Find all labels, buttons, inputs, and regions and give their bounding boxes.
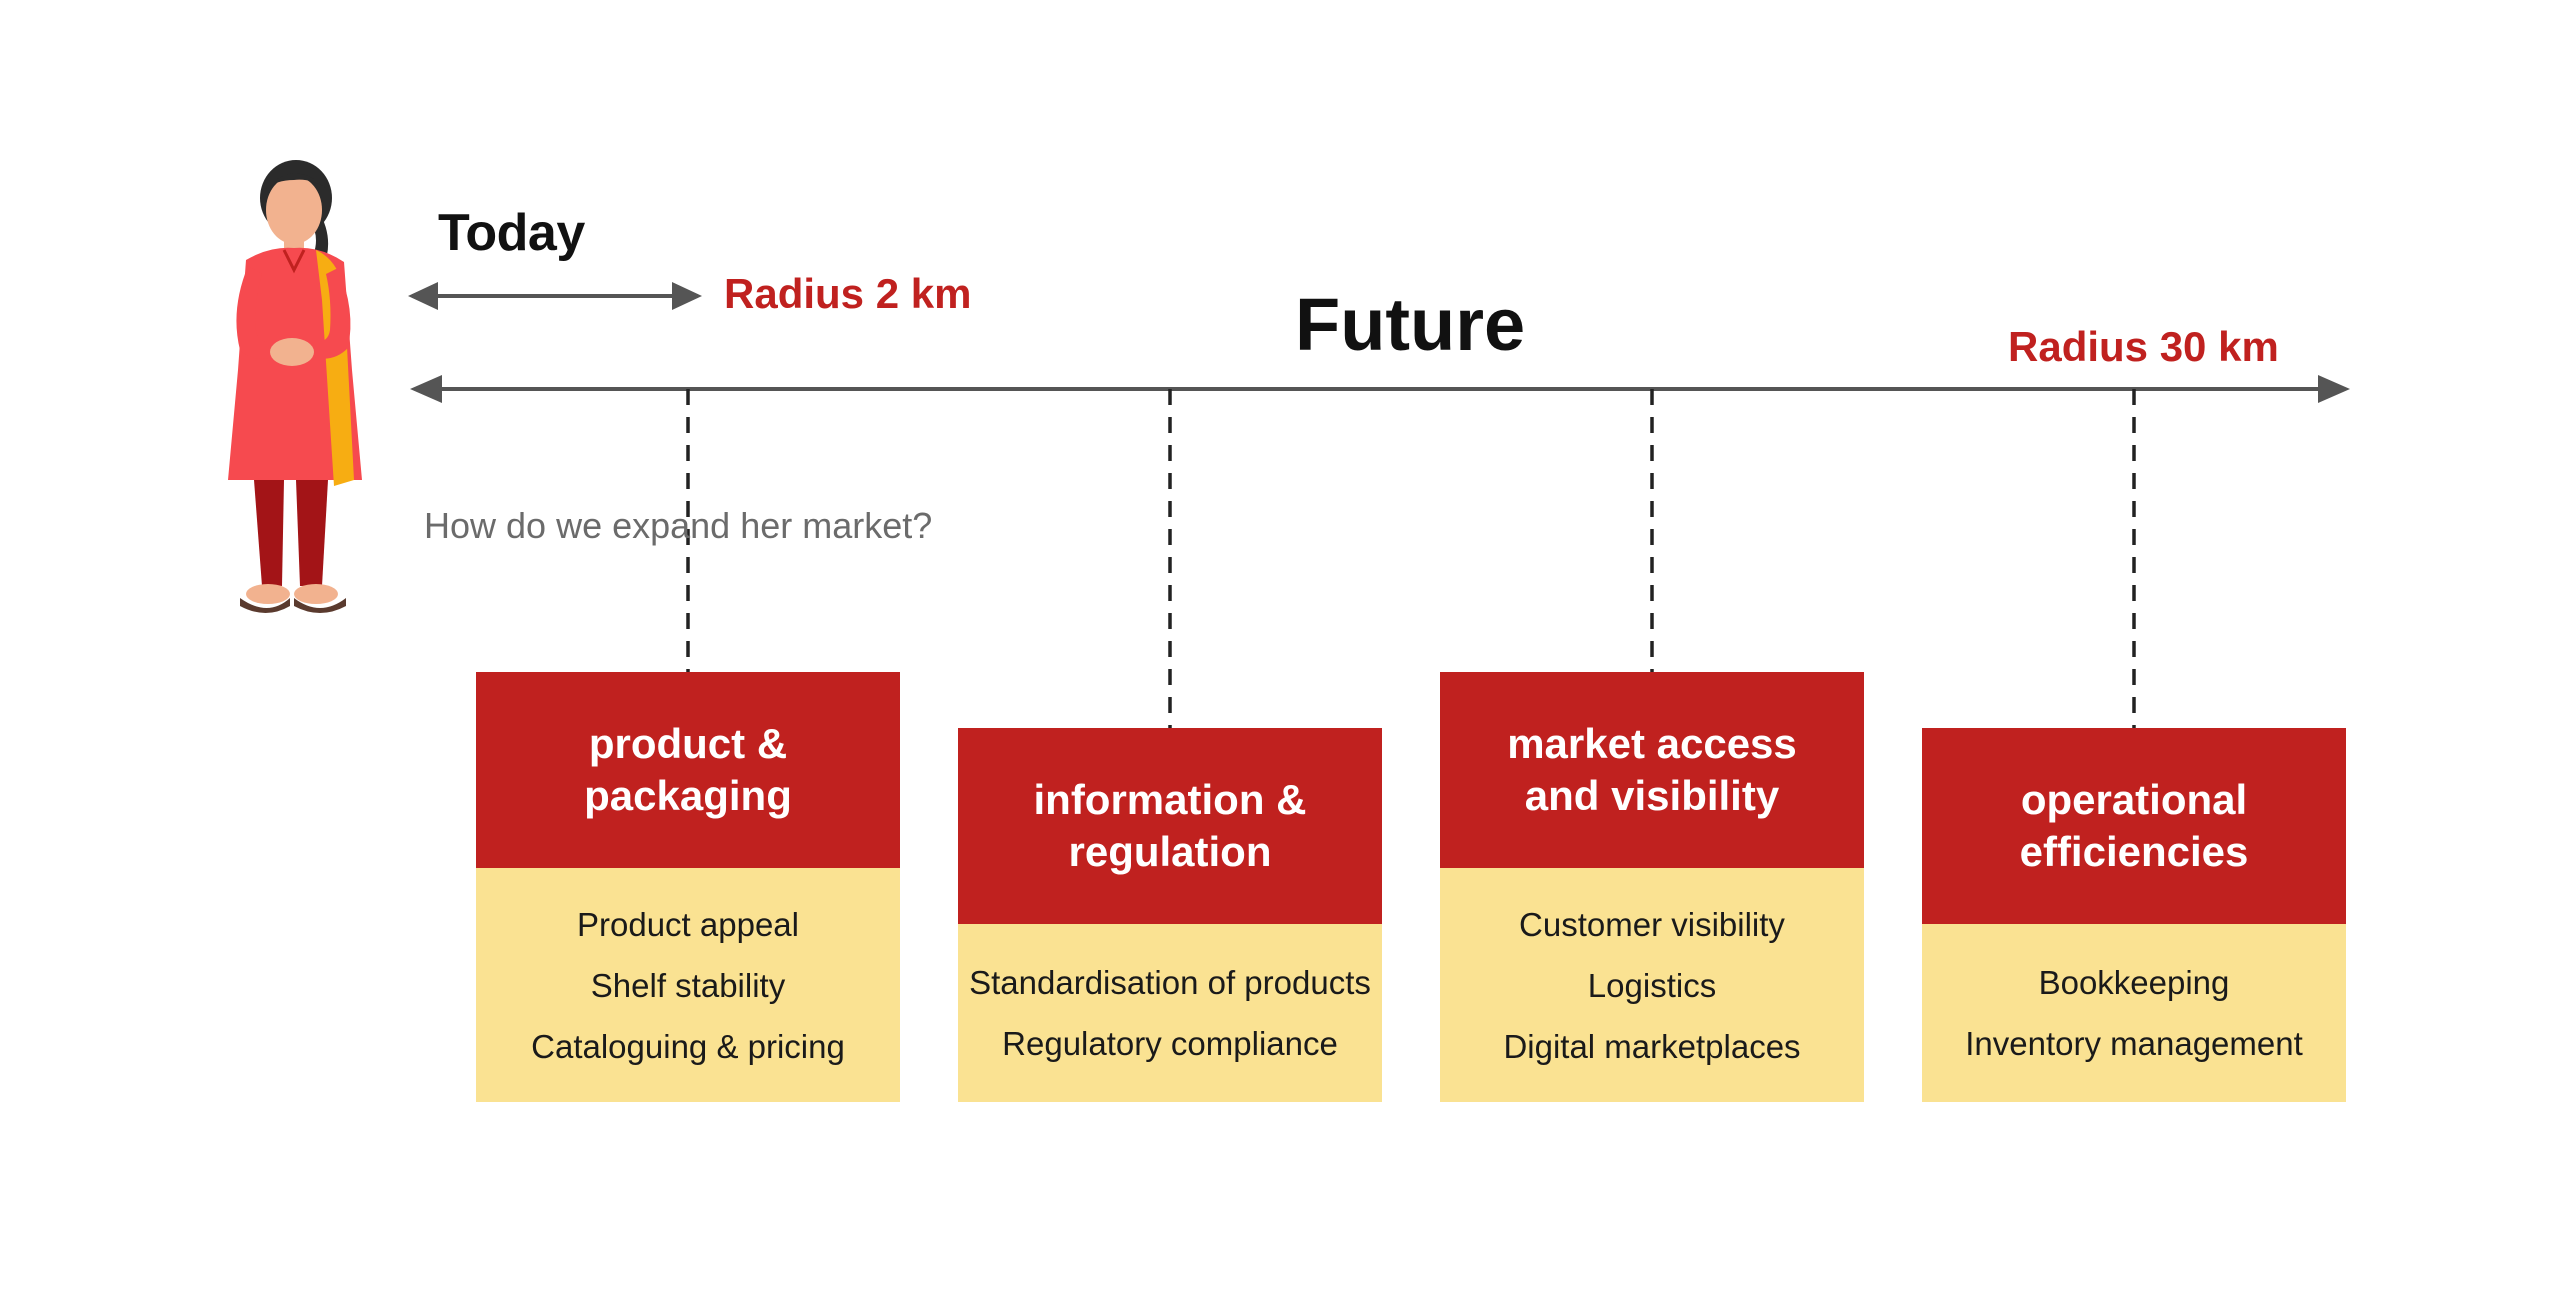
list-item: Regulatory compliance	[1002, 1025, 1338, 1062]
list-item: Standardisation of products	[969, 964, 1371, 1001]
card-operational-efficiencies: operational efficiencies Bookkeeping Inv…	[1922, 728, 2346, 1102]
card-header: information & regulation	[958, 728, 1382, 924]
card-body: Product appeal Shelf stability Catalogui…	[476, 868, 900, 1102]
list-item: Inventory management	[1965, 1025, 2303, 1062]
card-header: market access and visibility	[1440, 672, 1864, 868]
card-title: operational efficiencies	[2019, 776, 2249, 875]
card-title: product & packaging	[584, 720, 792, 819]
card-body: Standardisation of products Regulatory c…	[958, 924, 1382, 1102]
list-item: Customer visibility	[1519, 905, 1785, 943]
today-label: Today	[438, 204, 585, 262]
list-item: Shelf stability	[590, 966, 786, 1004]
card-body: Bookkeeping Inventory management	[1922, 924, 2346, 1102]
today-arrow	[408, 282, 702, 310]
list-item: Digital marketplaces	[1503, 1027, 1801, 1065]
card-title: information & regulation	[1033, 776, 1307, 875]
card-header: operational efficiencies	[1922, 728, 2346, 924]
woman-illustration-icon	[228, 160, 362, 613]
radius-today-label: Radius 2 km	[724, 270, 972, 317]
card-body: Customer visibility Logistics Digital ma…	[1440, 868, 1864, 1102]
radius-future-label: Radius 30 km	[2008, 323, 2279, 370]
list-item: Cataloguing & pricing	[531, 1027, 845, 1065]
future-label: Future	[1295, 283, 1526, 366]
list-item: Logistics	[1587, 966, 1717, 1004]
card-market-access: market access and visibility Customer vi…	[1440, 672, 1864, 1102]
future-arrow	[410, 375, 2350, 403]
list-item: Product appeal	[577, 905, 799, 943]
card-title: market access and visibility	[1507, 720, 1797, 819]
card-product-packaging: product & packaging Product appeal Shelf…	[476, 672, 900, 1102]
list-item: Bookkeeping	[2038, 964, 2230, 1001]
card-information-regulation: information & regulation Standardisation…	[958, 728, 1382, 1102]
question-text: How do we expand her market?	[424, 505, 933, 546]
card-header: product & packaging	[476, 672, 900, 868]
